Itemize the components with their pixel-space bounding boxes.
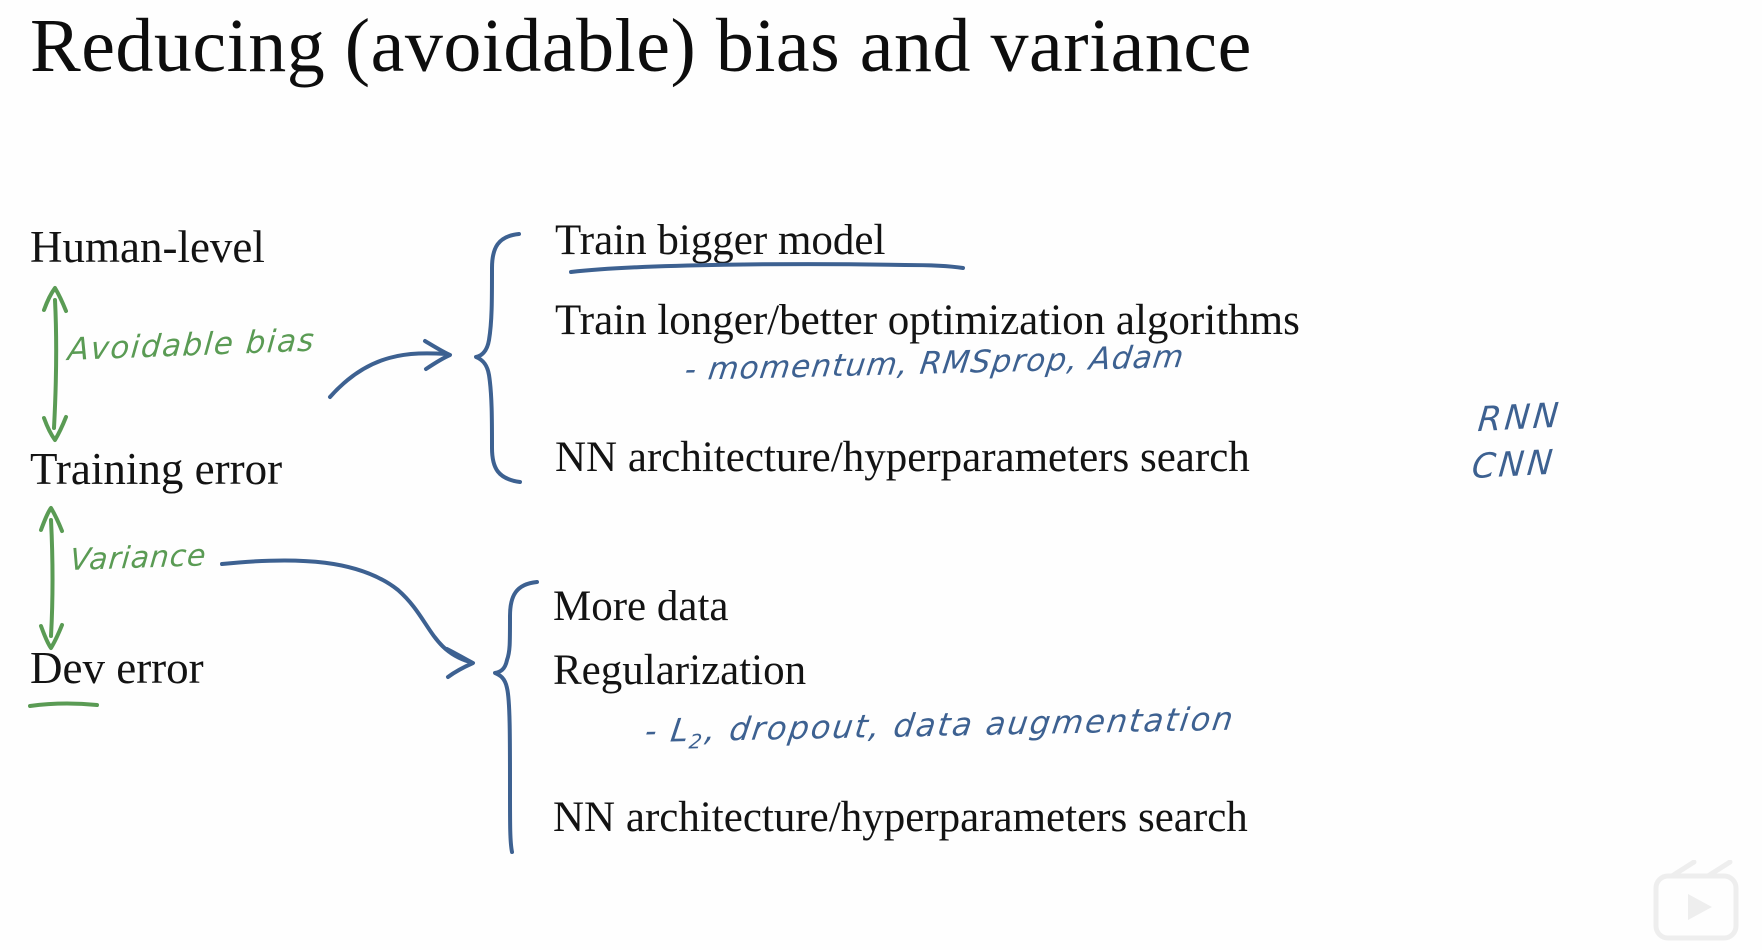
- reg-note-prefix: - L: [642, 710, 694, 751]
- dev-error-underline: [28, 701, 99, 708]
- variance-remedy-regularization: Regularization: [553, 647, 807, 694]
- variance-pointer-arrow-icon: [220, 558, 475, 679]
- handwritten-avoidable-bias: Avoidable bias: [66, 322, 317, 369]
- level-label-human: Human-level: [30, 222, 265, 272]
- avoidable-bias-pointer-arrow-icon: [328, 339, 452, 399]
- variance-remedy-more-data: More data: [553, 583, 729, 630]
- reg-note-rest: , dropout, data augmentation: [702, 699, 1238, 749]
- bias-group-brace: [474, 232, 522, 484]
- handwritten-regularization-note: - L2, dropout, data augmentation: [642, 699, 1238, 755]
- handwritten-rnn-note: RNN: [1476, 395, 1564, 441]
- variance-arrow-icon: [39, 506, 64, 650]
- variance-remedy-nn-architecture-search: NN architecture/hyperparameters search: [553, 794, 1248, 841]
- bias-remedy-nn-architecture-search: NN architecture/hyperparameters search: [555, 434, 1250, 481]
- bias-remedy-train-bigger-model: Train bigger model: [555, 217, 886, 264]
- avoidable-bias-arrow-icon: [42, 286, 68, 442]
- variance-group-brace: [493, 580, 539, 854]
- handwritten-optimizers-note: - momentum, RMSprop, Adam: [682, 338, 1187, 389]
- handwritten-cnn-note: CNN: [1470, 442, 1558, 488]
- level-label-training-error: Training error: [30, 444, 283, 494]
- level-label-dev-error: Dev error: [30, 643, 204, 693]
- handwritten-variance: Variance: [68, 538, 208, 579]
- play-badge-icon: [1653, 860, 1739, 941]
- train-bigger-model-underline: [569, 262, 965, 274]
- bias-remedy-train-longer: Train longer/better optimization algorit…: [555, 297, 1300, 344]
- page-title: Reducing (avoidable) bias and variance: [30, 4, 1252, 88]
